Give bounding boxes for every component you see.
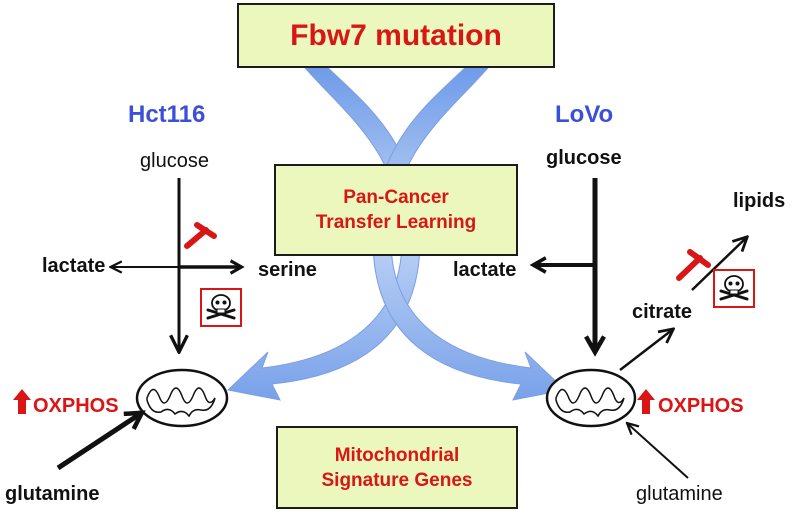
signature-genes-box: Mitochondrial Signature Genes [276,426,518,509]
left-glutamine-label: glutamine [5,483,100,505]
right-glucose-label: glucose [546,147,622,169]
fbw7-mutation-box: Fbw7 mutation [237,3,555,68]
serine-label: serine [258,259,317,281]
right-pathway [529,178,755,479]
signature-genes-line1: Mitochondrial [334,444,460,466]
left-pathway [13,178,245,471]
transfer-learning-box: Pan-Cancer Transfer Learning [274,164,518,256]
skull-crossbones-icon [713,269,755,308]
right-oxphos-label: OXPHOS [658,395,744,417]
signature-genes-line2: Signature Genes [321,469,473,491]
skull-crossbones-icon [200,288,242,327]
left-glucose-label: glucose [140,150,209,172]
mitochondrion-icon [135,368,229,428]
right-lactate-label: lactate [453,259,517,281]
transfer-learning-line1: Pan-Cancer [343,187,449,208]
lovo-title: LoVo [555,101,614,128]
transfer-learning-line2: Transfer Learning [315,212,477,233]
right-glutamine-label: glutamine [636,483,723,505]
up-arrow-icon [13,389,31,414]
up-arrow-icon [637,389,655,414]
lipids-label: lipids [733,190,786,212]
left-lactate-label: lactate [42,255,106,277]
left-oxphos-label: OXPHOS [33,395,119,417]
inhibition-t-icon [184,222,217,249]
fbw7-mutation-label: Fbw7 mutation [290,18,502,52]
citrate-label: citrate [632,301,693,323]
mitochondrion-icon [545,368,637,428]
inhibition-t-icon [676,249,711,281]
hct116-title: Hct116 [128,101,206,128]
